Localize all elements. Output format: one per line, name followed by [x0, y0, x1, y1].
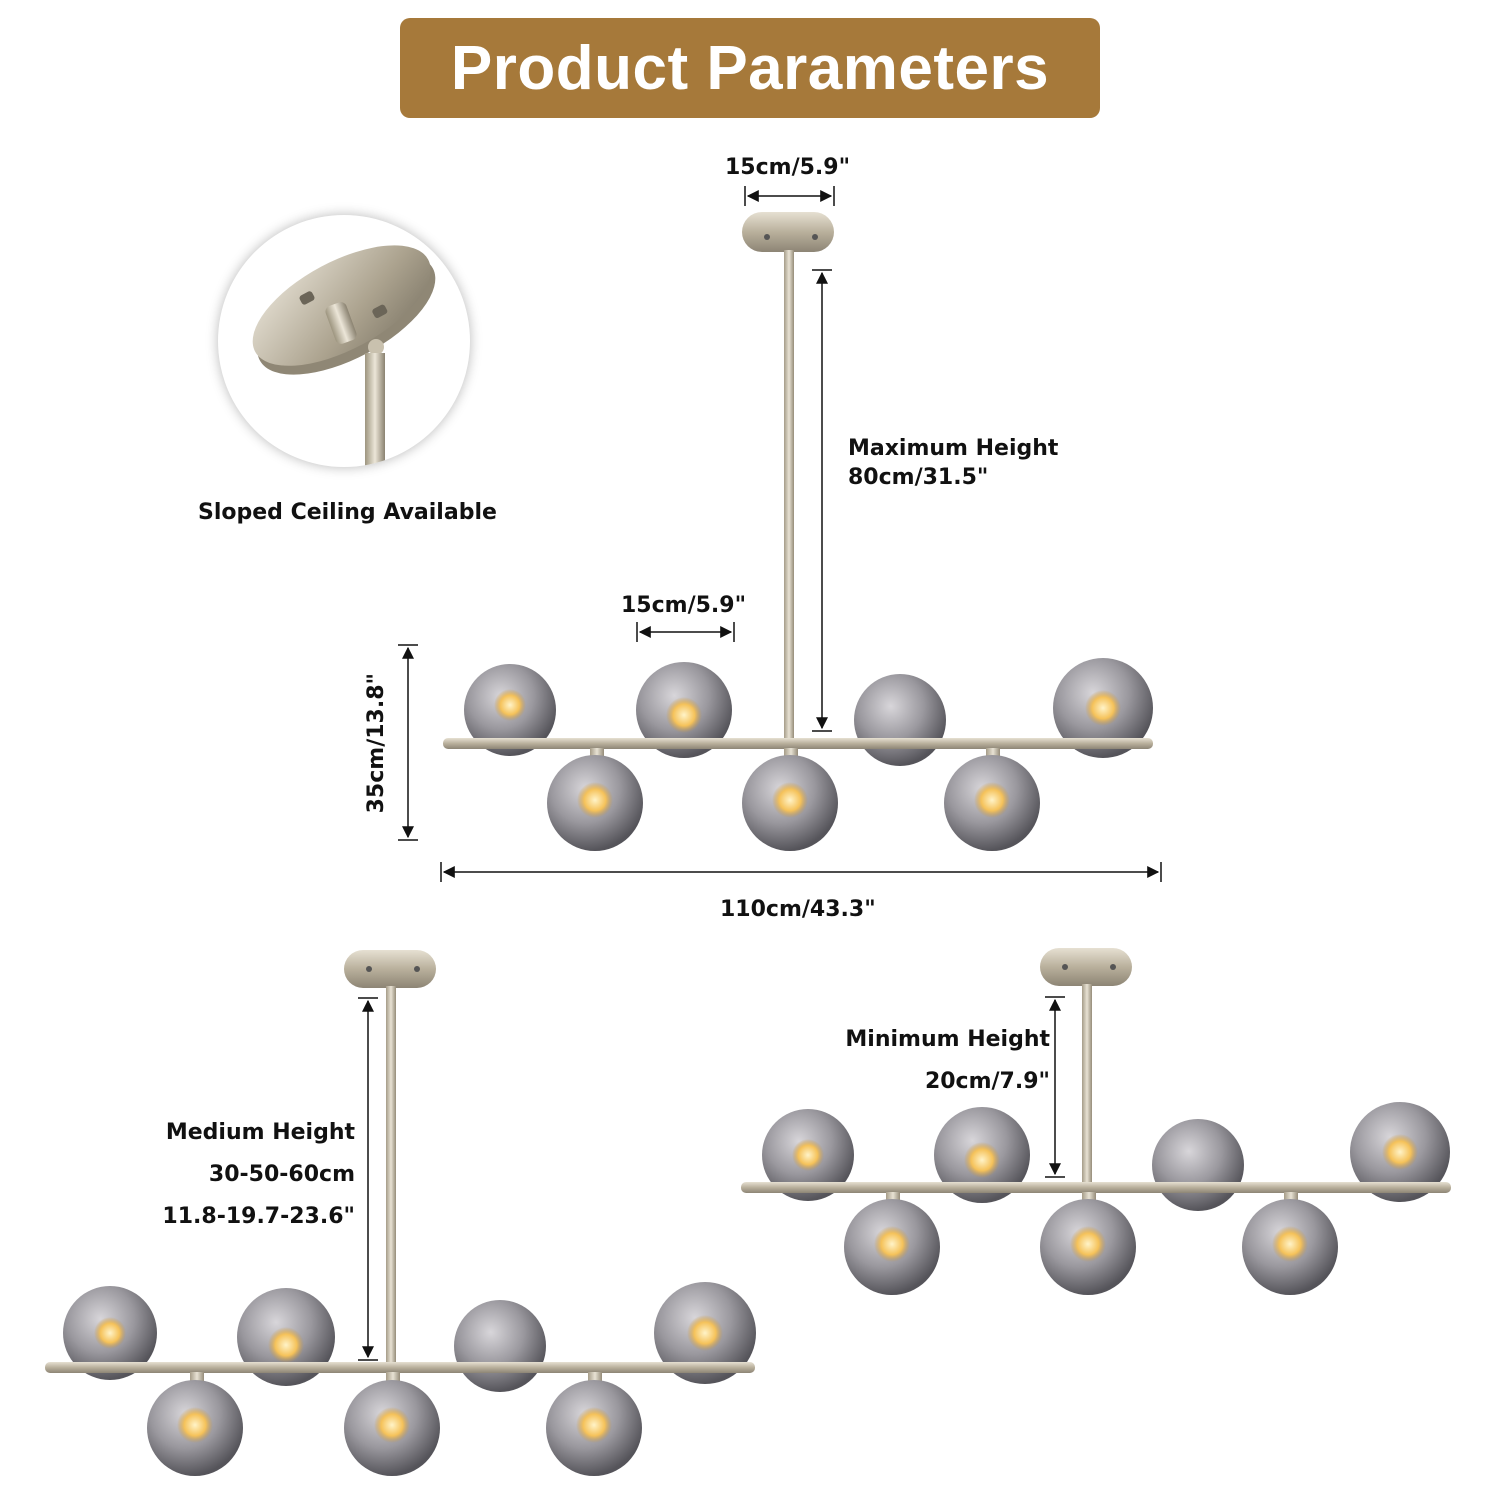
medium-dimensions — [358, 997, 378, 1361]
medium-height-imperial: 11.8-19.7-23.6" — [162, 1204, 355, 1229]
max-height-value: 80cm/31.5" — [848, 465, 989, 490]
medium-height-label: Medium Height — [165, 1120, 355, 1145]
body-height-label: 35cm/13.8" — [363, 673, 389, 814]
sloped-ceiling-label: Sloped Ceiling Available — [198, 500, 497, 525]
light-bar — [443, 738, 1153, 749]
medium-height-metric: 30-50-60cm — [208, 1162, 355, 1187]
title-banner: Product Parameters — [400, 18, 1100, 118]
canopy-width-label: 15cm/5.9" — [725, 155, 851, 180]
minimum-height-value: 20cm/7.9" — [924, 1069, 1050, 1094]
minimum-dimensions — [1045, 996, 1065, 1178]
total-length-label: 110cm/43.3" — [720, 897, 876, 922]
sloped-mount-detail — [252, 245, 436, 467]
medium-height-lamp — [45, 950, 756, 1476]
sloped-ceiling-inset — [218, 215, 470, 467]
page-title: Product Parameters — [450, 33, 1050, 103]
globe-spacing-label: 15cm/5.9" — [621, 593, 747, 618]
main-dimensions — [398, 186, 1162, 882]
minimum-height-lamp — [741, 948, 1451, 1295]
main-lamp — [443, 212, 1153, 851]
down-rod — [784, 250, 794, 742]
max-height-label: Maximum Height — [848, 436, 1059, 461]
canopy — [742, 212, 834, 252]
minimum-height-label: Minimum Height — [845, 1027, 1050, 1052]
